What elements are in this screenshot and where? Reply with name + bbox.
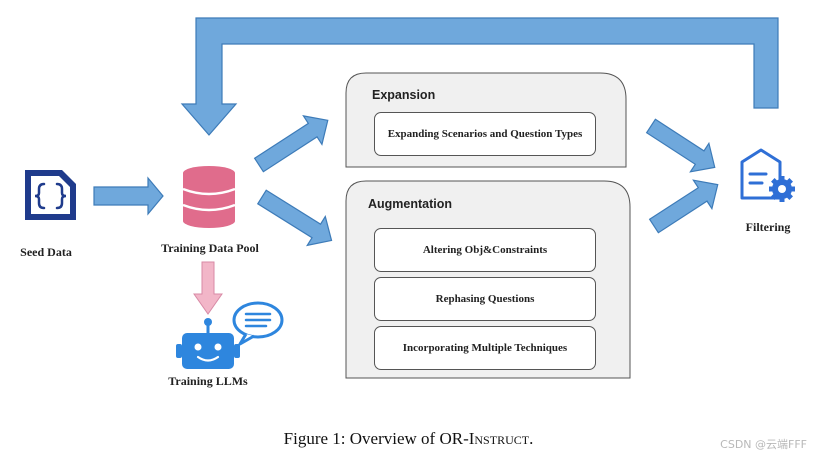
filtering-label: Filtering	[745, 220, 791, 234]
arrow-pool-to-llms	[193, 261, 223, 315]
watermark: CSDN @云端FFF	[720, 438, 807, 451]
seed-data-label: Seed Data	[20, 245, 72, 259]
filter-gear-icon	[740, 148, 795, 202]
training-llms-label: Training LLMs	[168, 374, 248, 388]
caption-smallcaps: Instruct	[468, 429, 530, 448]
code-file-icon	[25, 170, 76, 220]
step-multiple-techniques: Incorporating Multiple Techniques	[374, 326, 596, 370]
augmentation-title: Augmentation	[368, 197, 453, 211]
arrow-pool-to-augmentation	[256, 189, 333, 247]
caption-suffix: .	[529, 429, 534, 448]
step-altering-constraints: Altering Obj&Constraints	[374, 228, 596, 272]
expansion-title: Expansion	[372, 88, 436, 102]
arrow-expansion-to-filtering	[645, 118, 716, 173]
figure-caption: Figure 1: Overview of OR-Instruct.	[0, 429, 817, 449]
chat-bubble-icon	[232, 301, 284, 346]
arrow-pool-to-expansion	[253, 115, 329, 173]
robot-icon	[176, 318, 240, 369]
step-expanding-scenarios: Expanding Scenarios and Question Types	[374, 112, 596, 156]
arrow-seed-to-pool	[93, 176, 164, 216]
feedback-arrow	[180, 17, 779, 136]
database-icon	[182, 166, 236, 228]
step-rephasing-questions: Rephasing Questions	[374, 277, 596, 321]
caption-prefix: Figure 1: Overview of OR-	[283, 429, 469, 448]
training-data-pool-label: Training Data Pool	[161, 241, 259, 255]
arrow-augmentation-to-filtering	[648, 179, 719, 234]
